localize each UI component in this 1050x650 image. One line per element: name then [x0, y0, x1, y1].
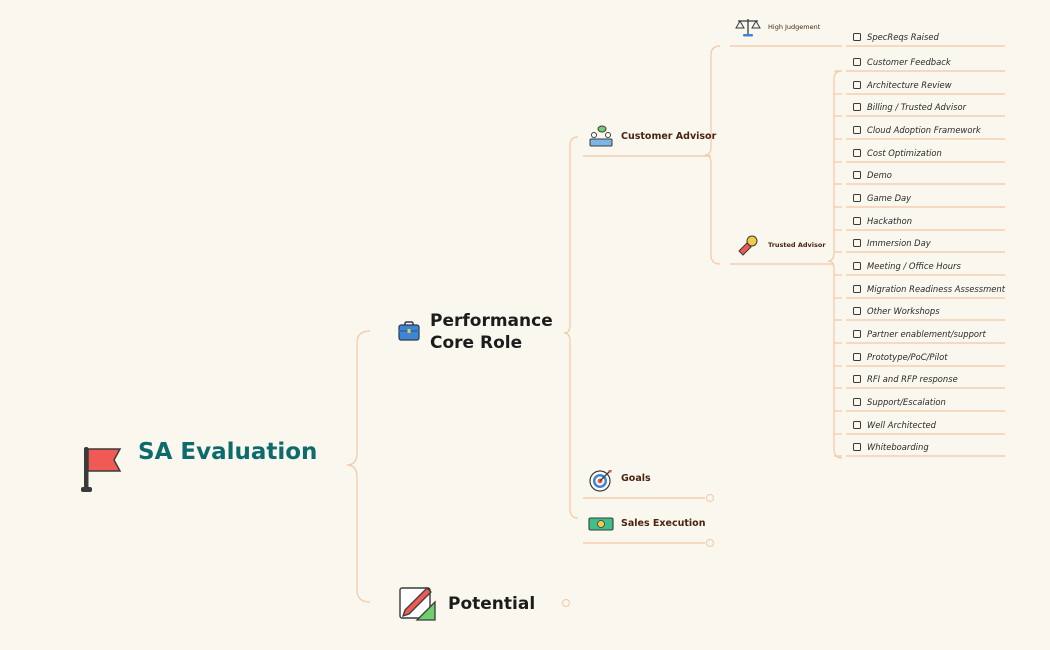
checkbox[interactable]	[853, 33, 861, 41]
leaf-label: Meeting / Office Hours	[867, 261, 961, 271]
balance-scale-icon	[735, 17, 761, 37]
leaf-label: Customer Feedback	[867, 57, 951, 67]
expand-toggle-potential[interactable]	[562, 599, 570, 607]
checkbox[interactable]	[853, 239, 861, 247]
leaf-label: Well Architected	[867, 420, 936, 430]
leaf-label: Game Day	[867, 193, 912, 203]
checkbox[interactable]	[853, 285, 861, 293]
checkbox[interactable]	[853, 171, 861, 179]
leaf-item[interactable]: Hackathon	[853, 214, 1013, 228]
leaf-item[interactable]: Migration Readiness Assessment	[853, 282, 1013, 296]
red-flag-icon	[80, 445, 126, 493]
leaf-item[interactable]: Billing / Trusted Advisor	[853, 100, 1013, 114]
leaf-item[interactable]: Whiteboarding	[853, 440, 1013, 454]
leaf-label: Cost Optimization	[867, 148, 942, 158]
checkbox[interactable]	[853, 375, 861, 383]
leaf-label: Immersion Day	[867, 238, 931, 248]
leaf-label: Whiteboarding	[867, 442, 929, 452]
leaf-label: Migration Readiness Assessment	[867, 284, 1005, 294]
leaf-item[interactable]: Prototype/PoC/Pilot	[853, 350, 1013, 364]
leaf-label: Cloud Adoption Framework	[867, 125, 981, 135]
leaf-item[interactable]: Architecture Review	[853, 78, 1013, 92]
potential-title[interactable]: Potential	[448, 594, 536, 614]
leaf-item[interactable]: Support/Escalation	[853, 395, 1013, 409]
leaf-item[interactable]: Immersion Day	[853, 236, 1013, 250]
checkbox[interactable]	[853, 58, 861, 66]
trusted-advisor-title[interactable]: Trusted Advisor	[768, 241, 826, 249]
meeting-people-icon	[588, 125, 614, 149]
leaf-label: Prototype/PoC/Pilot	[867, 352, 948, 362]
checkbox[interactable]	[853, 443, 861, 451]
briefcase-icon	[398, 320, 420, 342]
leaf-item[interactable]: Meeting / Office Hours	[853, 259, 1013, 273]
checkbox[interactable]	[853, 398, 861, 406]
high-judgement-title[interactable]: High Judgement	[768, 23, 821, 31]
leaf-item[interactable]: Partner enablement/support	[853, 327, 1013, 341]
checkbox[interactable]	[853, 307, 861, 315]
customer-advisor-title[interactable]: Customer Advisor	[621, 131, 717, 142]
leaf-label: Billing / Trusted Advisor	[867, 102, 967, 112]
leaf-item[interactable]: Well Architected	[853, 418, 1013, 432]
leaf-label: Partner enablement/support	[867, 329, 986, 339]
checkbox[interactable]	[853, 126, 861, 134]
leaf-label: Support/Escalation	[867, 397, 946, 407]
goals-title[interactable]: Goals	[621, 473, 651, 484]
leaf-specreqs-raised[interactable]: SpecReqs Raised	[853, 30, 1013, 44]
checkbox[interactable]	[853, 81, 861, 89]
money-bill-icon	[588, 516, 614, 532]
leaf-label: Architecture Review	[867, 80, 952, 90]
checkbox[interactable]	[853, 194, 861, 202]
checkbox[interactable]	[853, 262, 861, 270]
target-icon	[589, 468, 613, 492]
leaf-label: Hackathon	[867, 216, 913, 226]
leaf-item[interactable]: Game Day	[853, 191, 1013, 205]
pencil-ruler-icon	[397, 582, 439, 622]
leaf-item[interactable]: Cloud Adoption Framework	[853, 123, 1013, 137]
root-node-title[interactable]: SA Evaluation	[138, 439, 318, 465]
expand-toggle-goals[interactable]	[706, 494, 714, 502]
leaf-item[interactable]: Customer Feedback	[853, 55, 1013, 69]
checkbox[interactable]	[853, 217, 861, 225]
checkbox[interactable]	[853, 330, 861, 338]
leaf-label: Other Workshops	[867, 306, 940, 316]
checkbox[interactable]	[853, 353, 861, 361]
performance-core-role-title[interactable]: Performance Core Role	[430, 311, 553, 353]
leaf-item[interactable]: Demo	[853, 168, 1013, 182]
leaf-label: Demo	[867, 170, 892, 180]
sales-execution-title[interactable]: Sales Execution	[621, 518, 706, 529]
expand-toggle-sales-execution[interactable]	[706, 539, 714, 547]
checkbox[interactable]	[853, 421, 861, 429]
leaf-item[interactable]: RFI and RFP response	[853, 372, 1013, 386]
leaf-item[interactable]: Cost Optimization	[853, 146, 1013, 160]
checkbox[interactable]	[853, 149, 861, 157]
stamp-icon	[737, 235, 759, 257]
leaf-label: SpecReqs Raised	[867, 32, 939, 42]
checkbox[interactable]	[853, 103, 861, 111]
leaf-label: RFI and RFP response	[867, 374, 958, 384]
leaf-item[interactable]: Other Workshops	[853, 304, 1013, 318]
